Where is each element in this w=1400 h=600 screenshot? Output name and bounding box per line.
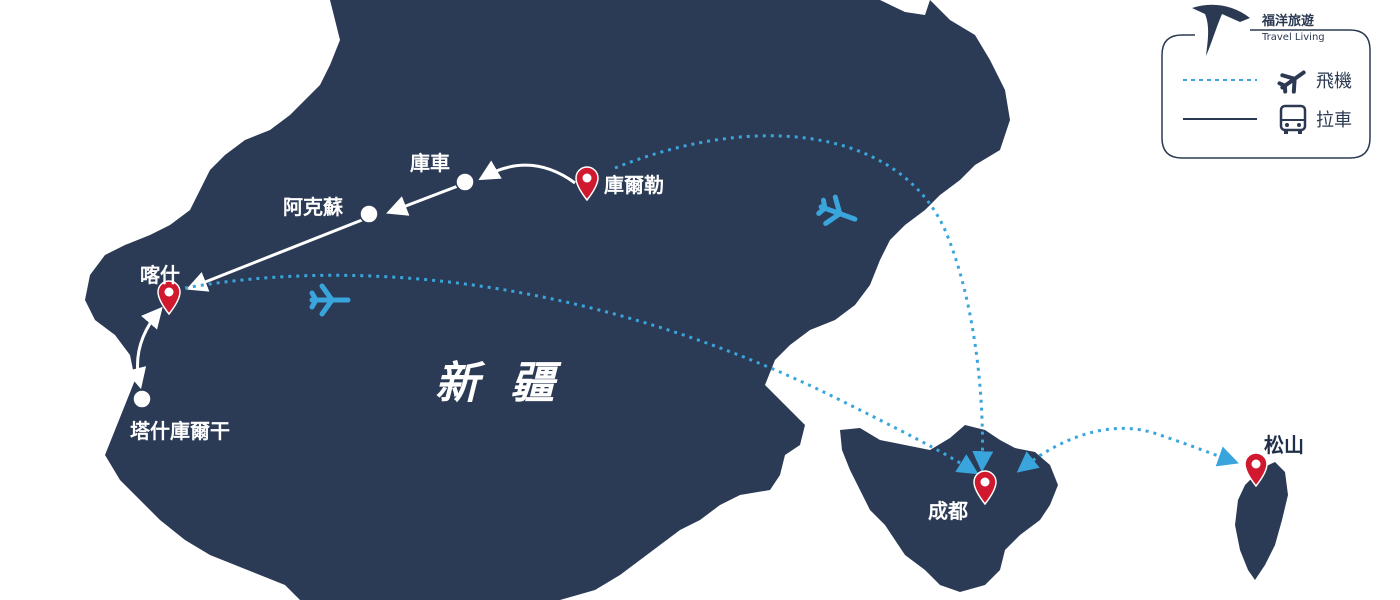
city-label-akesu: 阿克蘇 [283,195,343,219]
map-pin-icon [1244,452,1268,488]
legend-bus-label: 拉車 [1316,110,1352,131]
bus-route-kuerle-kuche [478,160,576,185]
bus-route-kashi-tashkurgan [125,306,163,390]
airplane-icon [1277,70,1306,94]
city-label-chengdu: 成都 [928,499,968,523]
map-pin-icon [973,470,997,506]
city-dot-icon [132,389,152,409]
xinjiang-region [85,0,1010,600]
taiwan-region [1235,462,1288,580]
map-pin-icon [575,166,599,202]
flight-route-chengdu-songshan [1016,426,1239,473]
bus-route-kuche-akesu [386,184,459,216]
bus-route-akesu-kashi [186,218,363,292]
bus-icon [1279,104,1307,134]
xinjiang-spur [880,0,930,15]
region-label-xinjiang: 新 疆 [435,358,562,409]
sichuan-region [840,425,1058,592]
flight-route-kuerle-chengdu [614,134,994,473]
city-label-tashkurgan: 塔什庫爾干 [130,419,230,443]
city-label-kuerle: 庫爾勒 [604,173,664,197]
map-pin-icon [157,280,181,316]
city-label-kashi: 喀什 [140,263,180,287]
airplane-icon [309,283,351,317]
legend: 福洋旅遊 Travel Living 飛機 拉車 [1161,4,1371,159]
legend-flight-label: 飛機 [1316,71,1352,92]
brand-name-cn: 福洋旅遊 [1261,13,1314,29]
airplane-icon [816,194,858,226]
brand-name-en: Travel Living [1261,32,1325,43]
city-label-kuche: 庫車 [410,151,450,175]
city-dot-icon [359,204,379,224]
legend-frame [1161,29,1371,159]
city-dot-icon [455,172,475,192]
brand-logo: 福洋旅遊 Travel Living [1192,4,1325,57]
city-label-songshan: 松山 [1264,433,1304,457]
